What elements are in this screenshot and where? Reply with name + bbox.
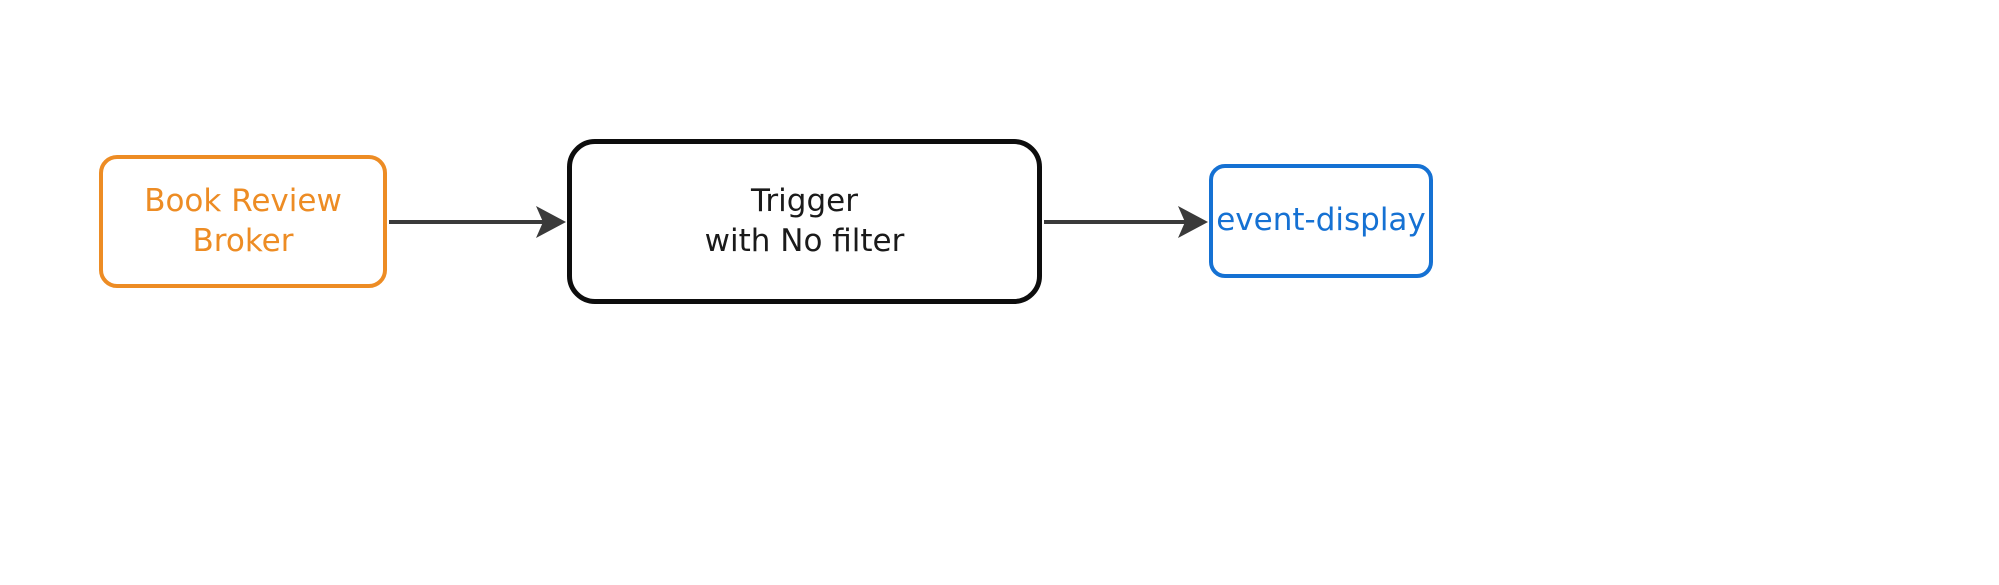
node-label-sink: event-display bbox=[1216, 202, 1426, 239]
arrowhead-icon bbox=[1178, 206, 1208, 238]
node-label-broker: Book Review Broker bbox=[144, 182, 342, 259]
edge-broker-to-trigger bbox=[389, 206, 566, 238]
node-label-trigger: Trigger with No filter bbox=[704, 182, 905, 259]
node-trigger-with-no-filter[interactable]: Trigger with No filter bbox=[567, 139, 1042, 304]
node-book-review-broker[interactable]: Book Review Broker bbox=[99, 155, 387, 288]
node-event-display[interactable]: event-display bbox=[1209, 164, 1433, 278]
arrowhead-icon bbox=[536, 206, 566, 238]
edge-trigger-to-sink bbox=[1044, 206, 1208, 238]
